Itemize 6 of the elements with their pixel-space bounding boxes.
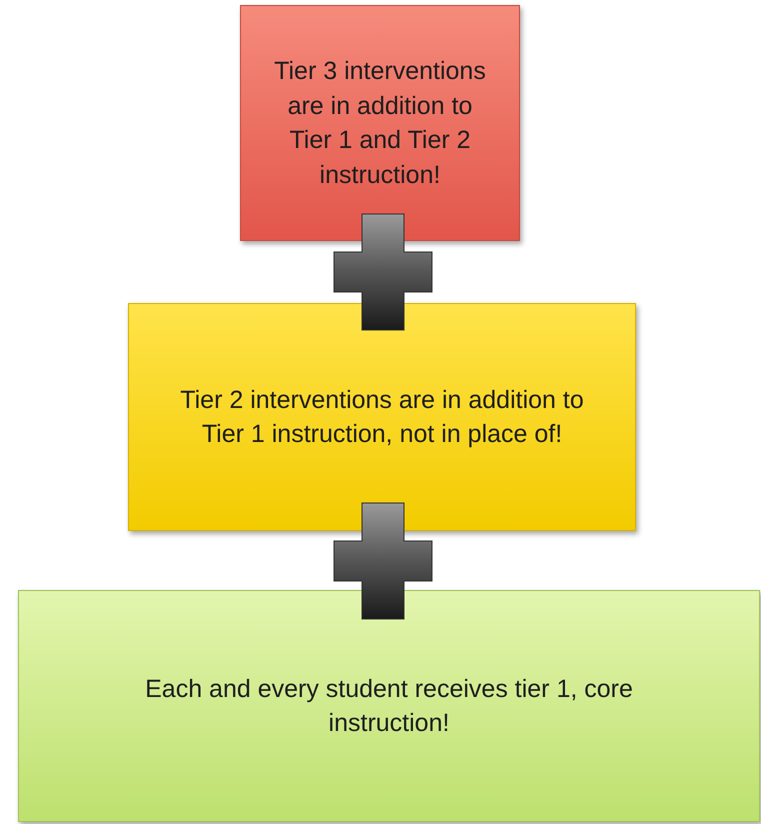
tier-box xyxy=(18,590,760,822)
tier-text: Tier 3 interventions are in addition to Tier 1 and Tier 2 instruction! xyxy=(273,56,487,190)
tier-text: Each and every student receives tier 1, core instruction! xyxy=(144,674,634,739)
tier-text: Tier 2 interventions are in addition to Tier 1 instruction, not in place of! xyxy=(179,384,585,450)
tier-box xyxy=(128,303,636,531)
tier-box xyxy=(240,5,520,241)
